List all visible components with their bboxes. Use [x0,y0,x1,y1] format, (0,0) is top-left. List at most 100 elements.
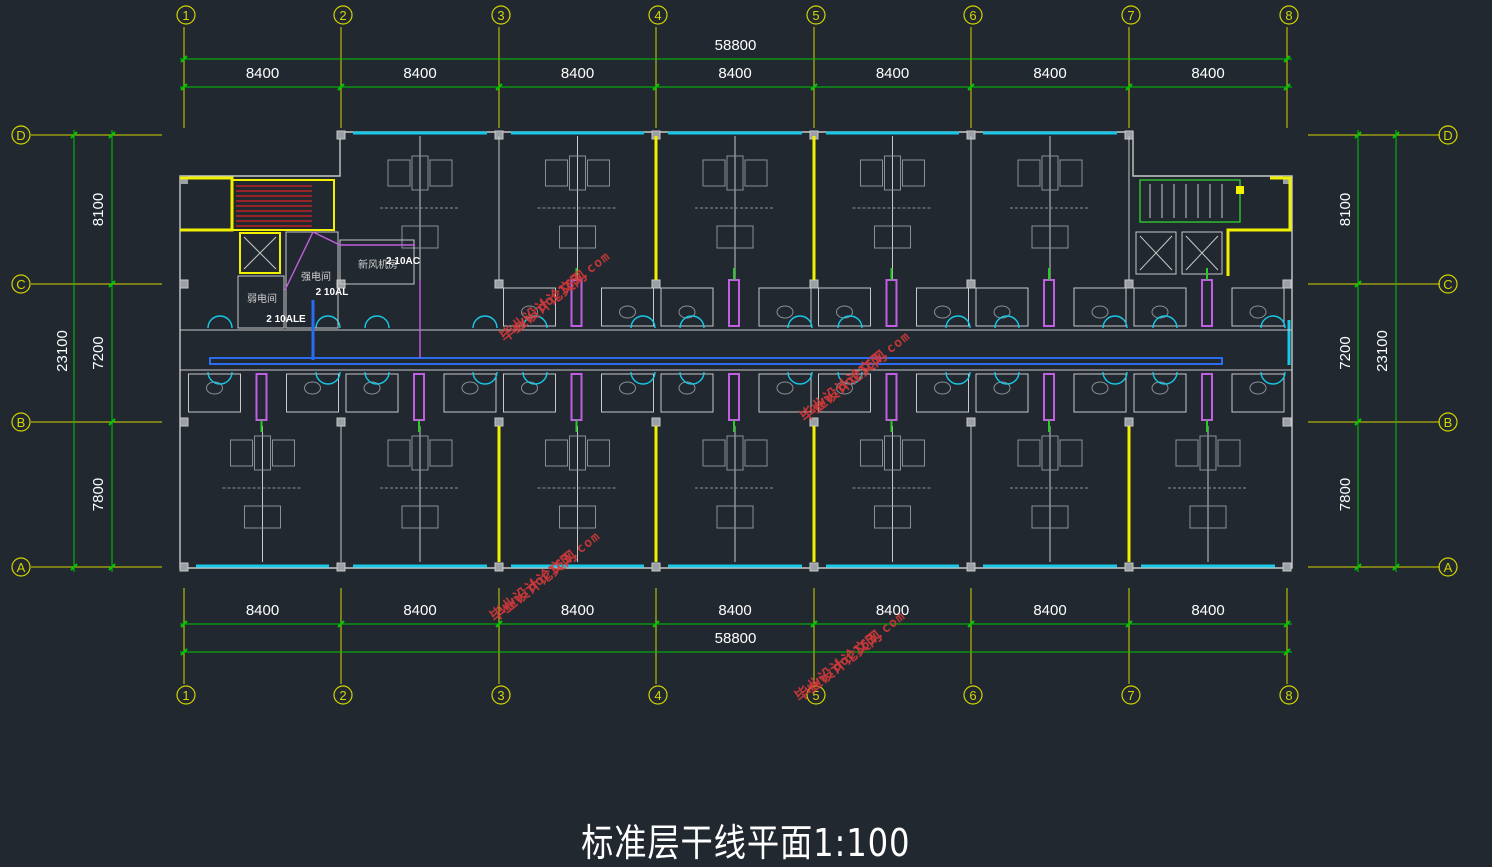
structural-column [179,417,189,427]
building-outline [179,131,1293,569]
door-swing [1102,371,1128,385]
bathroom [660,373,714,413]
toilet [363,381,381,395]
bathroom [916,373,969,413]
bathroom [1231,287,1285,327]
toilet [934,381,951,395]
branch-riser-south [885,373,898,421]
elevator-car [1185,235,1219,271]
dim-tick [652,620,660,628]
elevator-shaft [239,232,281,274]
label-cable-ale: 2 10ALE [266,314,306,325]
dim-text-overall: 23100 [54,330,71,372]
axis-bubble [1438,125,1458,145]
structural-column [179,279,189,289]
dim-text-overall: 23100 [1374,330,1391,372]
weak-electric-room [237,275,285,329]
bed [1059,159,1083,187]
door-swing [522,315,548,329]
dim-tick [180,83,188,91]
bed [860,439,883,467]
dim-tick [108,131,116,139]
table [559,505,596,529]
bed [744,159,768,187]
bed [902,159,925,187]
dim-text-bay: 8400 [876,602,909,619]
dim-tick [1125,620,1133,628]
structural-column [1282,417,1292,427]
door-swing [994,371,1020,385]
axis-bubble [11,274,31,294]
stair-west [231,179,335,231]
axis-label-col: 6 [969,688,976,703]
bed [1017,439,1041,467]
dim-text-overall: 58800 [715,37,757,54]
axis-bubble [1438,274,1458,294]
axis-label-col: 2 [339,688,346,703]
bathroom [818,373,871,413]
nightstand [569,435,586,471]
structural-column [651,279,661,289]
dim-text-row: 8100 [1337,193,1354,226]
branch-riser-south [413,373,425,421]
toilet [993,381,1011,395]
dim-tick [1354,418,1362,426]
bathroom [286,373,339,413]
axis-label-col: 3 [497,8,504,23]
structural-column [336,562,346,572]
axis-bubble [11,557,31,577]
bathroom [345,373,399,413]
dim-text-row: 7200 [1337,336,1354,369]
toilet [461,381,479,395]
branch-riser-south [1043,373,1055,421]
toilet [304,381,321,395]
bed [429,159,453,187]
dim-text-row: 8100 [90,193,107,226]
dim-text-bay: 8400 [718,602,751,619]
elevator-car [243,236,277,270]
dim-text-bay: 8400 [1191,65,1224,82]
dim-text-bay: 8400 [246,602,279,619]
axis-label-row: A [1444,560,1453,575]
door-swing [315,371,341,385]
bed [587,159,610,187]
dim-tick [108,418,116,426]
door-swing [837,371,863,385]
axis-label-row: B [1444,415,1453,430]
toilet [934,305,951,319]
table [244,505,281,529]
axis-bubble [806,5,826,25]
structural-column [336,130,346,140]
toilet [993,305,1011,319]
axis-bubble [11,125,31,145]
drawing-title: 标准层干线平面1:100 [581,821,911,865]
bathroom [1073,287,1127,327]
axis-bubble [176,685,196,705]
axis-label-col: 7 [1127,8,1134,23]
branch-riser-north [1201,279,1213,327]
door-swing [994,315,1020,329]
dim-tick [1392,131,1400,139]
nightstand [1199,435,1217,471]
bathroom [601,373,654,413]
structural-column [180,176,188,184]
dim-tick [70,563,78,571]
structural-column [966,417,976,427]
bed [429,439,453,467]
bathroom [1073,373,1127,413]
nightstand [254,435,271,471]
bathroom [443,373,497,413]
bathroom [188,373,241,413]
dim-text-row: 7200 [90,336,107,369]
branch-riser-south [728,373,740,421]
branch-riser-south [570,373,583,421]
bed [387,439,411,467]
toilet [776,305,794,319]
bathroom [758,287,812,327]
axis-label-row: C [16,277,25,292]
structural-column [1124,279,1134,289]
dim-text-overall: 58800 [715,630,757,647]
structural-column [809,562,819,572]
bed [587,439,610,467]
structural-column [651,562,661,572]
